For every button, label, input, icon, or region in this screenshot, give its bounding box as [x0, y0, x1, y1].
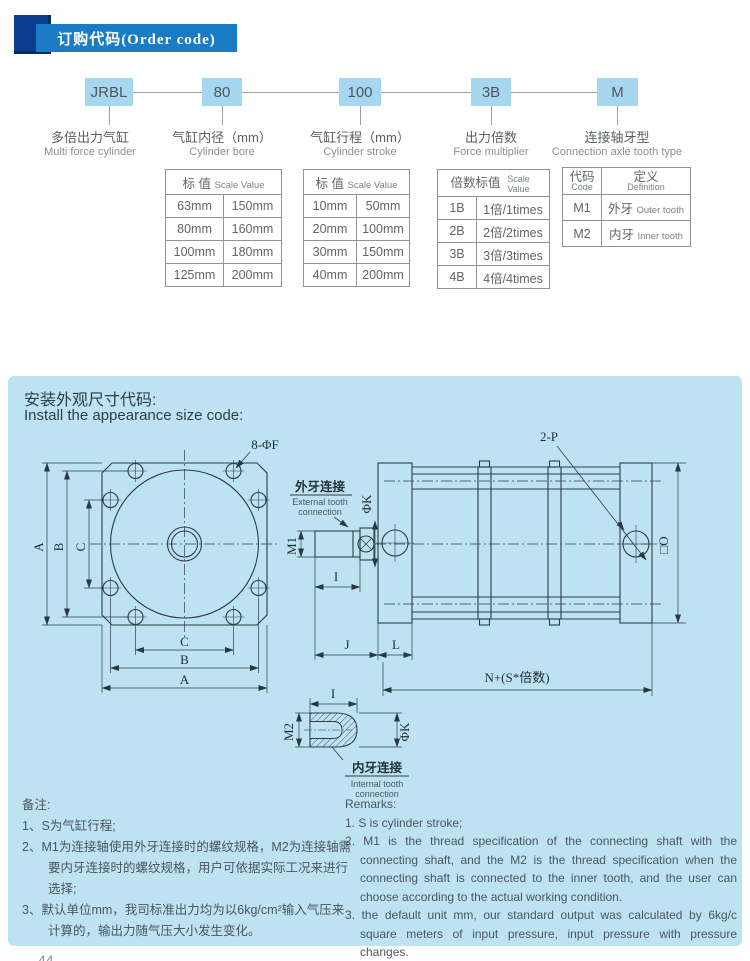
remarks-zh: 备注: 1、S为气缸行程; 2、M1为连接轴使用外牙连接时的螺纹规格，M2为连接…: [22, 795, 352, 942]
dim-M2: M2: [281, 723, 296, 741]
segment-label-en: Connection axle tooth type: [551, 146, 683, 158]
code-value: 80: [213, 83, 231, 101]
segment-label-en: Multi force cylinder: [44, 146, 136, 158]
segment-label-en: Cylinder stroke: [323, 146, 397, 158]
install-title-en: Install the appearance size code:: [24, 407, 244, 424]
table-header-zh: 标 值: [315, 176, 344, 191]
dim-I-bottom: I: [331, 686, 335, 701]
dim-phiK-top: ΦK: [359, 494, 374, 514]
segment-label-zh: 气缸行程（mm）: [310, 130, 410, 145]
bolt-holes-label: 8-ΦF: [251, 437, 279, 452]
dim-C-left: C: [73, 543, 88, 552]
page-number: 44: [38, 952, 54, 961]
table-row: M1 外牙 Outer tooth: [562, 194, 691, 221]
code-value: 3B: [481, 83, 501, 101]
front-view: [42, 450, 279, 693]
external-tooth-label-en1: External tooth: [292, 497, 348, 507]
dim-square-O: □O: [656, 536, 671, 553]
table-header-en: Scale Value: [214, 179, 265, 191]
dim-B-bottom: B: [180, 652, 189, 667]
code-value: M: [611, 83, 624, 101]
remark-item: 3. the default unit mm, our standard out…: [345, 908, 737, 959]
remark-item: 2、M1为连接轴使用外牙连接时的螺纹规格，M2为连接轴需要内牙连接时的螺纹规格，…: [22, 840, 352, 896]
remark-item: 3、默认单位mm，我司标准出力均为以6kg/cm²输入气压来计算的，输出力随气压…: [22, 903, 345, 938]
segment-label-zh: 连接轴牙型: [584, 130, 650, 145]
table-header-en: Scale Value: [507, 173, 530, 194]
stub-line: [109, 106, 110, 125]
table-row: M2 内牙 Inner tooth: [562, 220, 691, 247]
remark-item: 2. M1 is the thread specification of the…: [345, 834, 737, 904]
table-header-zh: 倍数标值: [450, 176, 501, 191]
table-header-zh: 标 值: [182, 176, 211, 191]
segment-label-en: Force multiplier: [453, 146, 529, 158]
code-box-bore: 80: [202, 78, 242, 106]
ports-label: 2-P: [540, 429, 558, 444]
dim-B-left: B: [51, 542, 66, 551]
port-circles: [376, 524, 655, 563]
remarks-zh-title: 备注:: [22, 798, 51, 812]
table-header-zh: 定义: [633, 169, 659, 184]
segment-label-zh: 出力倍数: [464, 130, 518, 145]
dimension-drawing: A B C C B A 8-ΦF 外牙连接 External tooth: [31, 429, 686, 799]
table-header-en: Scale Value: [347, 179, 398, 191]
code-box-stroke: 100: [339, 78, 381, 106]
segment-label-zh: 气缸内径（mm）: [172, 130, 272, 145]
segment-label-en: Cylinder bore: [189, 146, 255, 158]
dim-N: N+(S*倍数): [484, 670, 549, 685]
internal-tooth-label-zh: 内牙连接: [352, 760, 403, 775]
dim-I-top: I: [334, 569, 338, 584]
table-header-en: Code: [571, 181, 593, 192]
code-box-series: JRBL: [85, 78, 133, 106]
table-header-en: Definition: [627, 181, 665, 192]
segment-label-zh: 多倍出力气缸: [50, 130, 130, 145]
remarks-en: Remarks: 1. S is cylinder stroke; 2. M1 …: [345, 795, 737, 961]
internal-tooth-label-en2: connection: [355, 789, 399, 799]
code-value: JRBL: [90, 83, 128, 101]
dim-phiK-bottom: ΦK: [397, 722, 412, 742]
code-value: 100: [347, 83, 373, 101]
dim-A-bottom: A: [180, 672, 190, 687]
code-box-tooth: M: [597, 78, 638, 106]
dim-A-left: A: [31, 542, 46, 552]
code-box-multiplier: 3B: [471, 78, 511, 106]
internal-tooth-connector: [295, 698, 409, 777]
internal-tooth-label-en1: Internal tooth: [351, 779, 404, 789]
dim-C-bottom: C: [180, 634, 189, 649]
remark-item: 1、S为气缸行程;: [22, 819, 116, 833]
side-view: [314, 445, 686, 696]
stub-line: [491, 106, 492, 125]
remark-item: 1. S is cylinder stroke;: [345, 815, 463, 830]
stub-line: [360, 106, 361, 125]
dim-M1: M1: [284, 537, 299, 555]
dim-J: J: [344, 637, 349, 652]
dim-L: L: [392, 637, 400, 652]
section-title-banner: 订购代码(Order code): [36, 24, 237, 52]
remarks-en-title: Remarks:: [345, 797, 397, 811]
table-header-zh: 代码: [569, 169, 595, 184]
install-title-zh: 安装外观尺寸代码:: [24, 392, 157, 409]
stub-line: [222, 106, 223, 125]
section-title: 订购代码(Order code): [57, 31, 216, 48]
external-tooth-label-en2: connection: [298, 507, 342, 517]
external-tooth-label-zh: 外牙连接: [294, 479, 346, 494]
stub-line: [617, 106, 618, 125]
